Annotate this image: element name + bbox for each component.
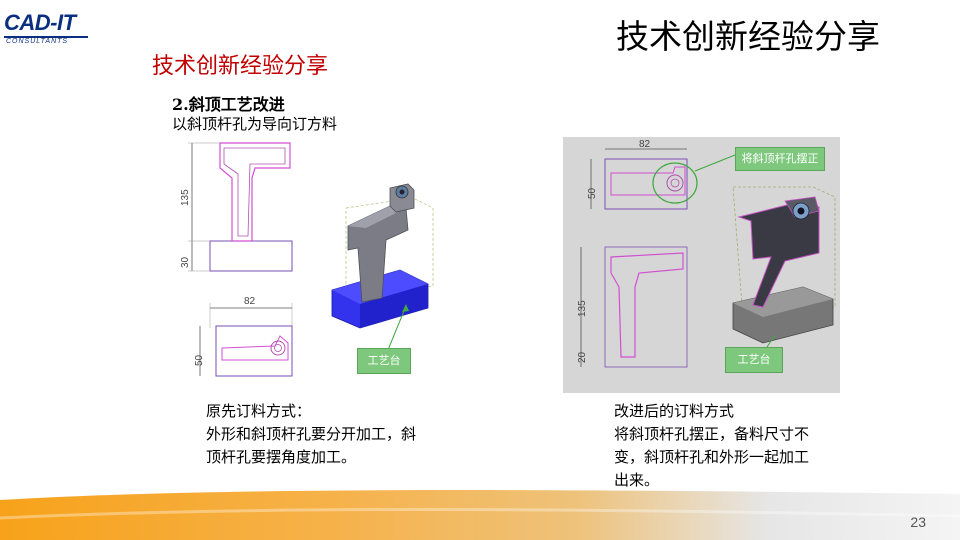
left-workbench-label: 工艺台: [357, 348, 411, 374]
page-title: 技术创新经验分享: [616, 17, 880, 56]
logo-text: CAD-IT: [4, 10, 76, 35]
left-callout-arrow: [387, 304, 409, 351]
left-dim-top: 135: [180, 189, 191, 206]
improved-method-title: 改进后的订料方式: [614, 402, 735, 420]
right-dim-height: 50: [587, 187, 598, 199]
section-title: 技术创新经验分享: [152, 54, 329, 79]
right-dim-width: 82: [639, 139, 651, 150]
left-technical-drawing: 135 30 82 50: [180, 142, 293, 377]
section-description: 以斜顶杆孔为导向订方料: [172, 115, 338, 133]
right-workbench-label: 工艺台: [725, 347, 783, 373]
section-heading: 2.斜顶工艺改进: [172, 95, 285, 114]
right-technical-drawing: 82 50 135 20: [577, 139, 836, 368]
left-3d-model: [331, 183, 434, 329]
original-method-text: 原先订料方式： 外形和斜顶杆孔要分开加工，斜顶杆孔要摆角度加工。: [206, 400, 426, 469]
right-callout-label: 将斜顶杆孔摆正: [735, 147, 825, 171]
original-method-title: 原先订料方式：: [206, 402, 312, 420]
original-method-body: 外形和斜顶杆孔要分开加工，斜顶杆孔要摆角度加工。: [206, 425, 417, 466]
page-number: 23: [910, 514, 926, 530]
improved-method-text: 改进后的订料方式 将斜顶杆孔摆正，备料尺寸不变，斜顶杆孔和外形一起加工出来。: [614, 400, 814, 492]
logo-underline: [4, 36, 88, 38]
left-dim-bottom: 30: [180, 256, 191, 268]
right-dim-top: 135: [577, 300, 588, 317]
left-dim-width: 82: [244, 296, 256, 307]
decorative-band: [0, 490, 960, 540]
improved-method-body: 将斜顶杆孔摆正，备料尺寸不变，斜顶杆孔和外形一起加工出来。: [614, 425, 810, 489]
left-dim-height: 50: [194, 354, 205, 366]
logo-subtext: CONSULTANTS: [6, 38, 69, 45]
company-logo: CAD-IT CONSULTANTS: [2, 10, 92, 46]
right-figure-panel: 82 50 135 20 将斜顶杆孔摆正 工艺台: [563, 137, 840, 393]
right-dim-bottom: 20: [577, 351, 588, 363]
